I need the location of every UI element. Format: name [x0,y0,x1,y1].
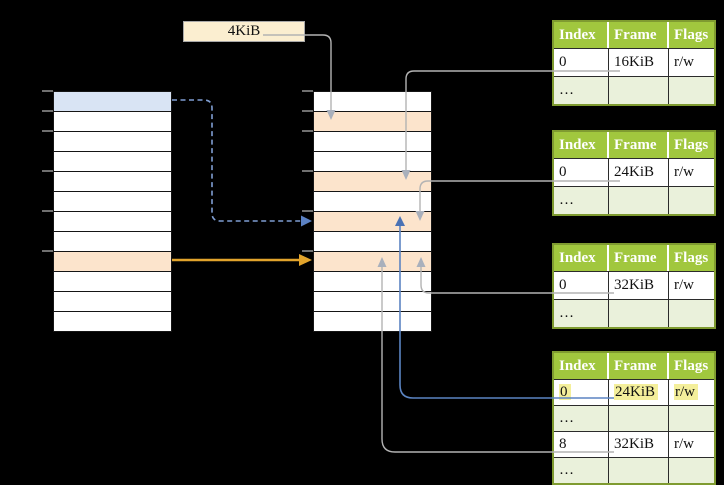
virtual-page-row [54,192,171,212]
physical-frame-row [314,132,431,152]
entry-cell: r/w [674,54,694,70]
header-cell-frame: Frame [609,22,669,48]
physical-frame-row [314,232,431,252]
entry-cell: 0 [554,159,609,186]
virtual-page-row [54,252,171,272]
highlighted-value: r/w [674,384,698,400]
entry-cell [669,458,714,483]
virtual-page-row [54,172,171,192]
physical-frame-row [314,112,431,132]
header-cell-index: Index [554,245,609,271]
entry-cell: r/w [674,164,694,180]
virtual-page-row [54,292,171,312]
entry-cell: r/w [669,380,714,405]
physical-frame-row [314,172,431,192]
entry-cell: r/w [674,277,694,293]
page-table-entry-row: 0 24KiB r/w [554,379,714,405]
entry-cell [669,77,714,104]
physical-frame-row [314,192,431,212]
physical-memory-table [313,91,432,332]
frame-size-box: 4KiB [183,21,305,42]
page-table-entry-row: … [554,405,714,431]
physical-frame-row [314,312,431,331]
virtual-page-orange-arrowhead [299,254,312,266]
entry-cell [609,300,669,327]
virtual-page-dashed-connector [172,99,301,222]
header-cell-flags: Flags [674,137,709,153]
physical-frame-row [314,92,431,112]
entry-cell: … [554,300,609,327]
physical-frame-row [314,292,431,312]
physical-frame-row [314,272,431,292]
entry-cell: 8 [554,432,609,457]
virtual-page-row [54,132,171,152]
physical-frame-row [314,252,431,272]
header-cell-frame: Frame [609,132,669,158]
virtual-page-row [54,152,171,172]
virtual-page-row [54,92,171,112]
entry-cell: 24KiB [609,159,669,186]
virtual-page-dashed-arrowhead [301,215,312,227]
entry-cell [609,187,669,214]
header-cell-frame: Frame [609,245,669,271]
virtual-page-row [54,272,171,292]
page-table-entry-row: … [554,299,714,327]
entry-cell: 0 [554,380,609,405]
entry-cell: 24KiB [609,380,669,405]
highlighted-value: 0 [559,384,571,400]
entry-cell: … [554,458,609,483]
entry-cell [669,187,714,214]
virtual-page-row [54,212,171,232]
virtual-page-row [54,112,171,132]
entry-cell [609,406,669,431]
entry-cell [609,458,669,483]
header-cell-flags: Flags [674,358,709,374]
header-cell-frame: Frame [609,353,669,379]
frame-size-label: 4KiB [227,23,261,39]
entry-cell [669,406,714,431]
entry-cell: r/w [674,436,694,452]
virtual-page-row [54,312,171,331]
entry-cell: 16KiB [609,49,669,76]
page-table-entry-row: … [554,76,714,104]
entry-cell: … [554,77,609,104]
highlighted-value: 24KiB [614,384,659,400]
entry-cell: … [554,406,609,431]
header-cell-index: Index [554,353,609,379]
entry-cell [669,300,714,327]
header-cell-flags: Flags [674,250,709,266]
header-cell-index: Index [554,132,609,158]
entry-cell: 0 [554,49,609,76]
physical-frame-row [314,212,431,232]
page-table-entry-row: … [554,186,714,214]
virtual-memory-table [53,91,172,332]
entry-cell: 0 [554,272,609,299]
entry-cell: 32KiB [609,272,669,299]
entry-cell: … [554,187,609,214]
header-cell-index: Index [554,22,609,48]
physical-frame-row [314,152,431,172]
virtual-page-row [54,232,171,252]
header-cell-flags: Flags [674,27,709,43]
page-table-entry-row: … [554,457,714,483]
entry-cell: 32KiB [609,432,669,457]
entry-cell [609,77,669,104]
